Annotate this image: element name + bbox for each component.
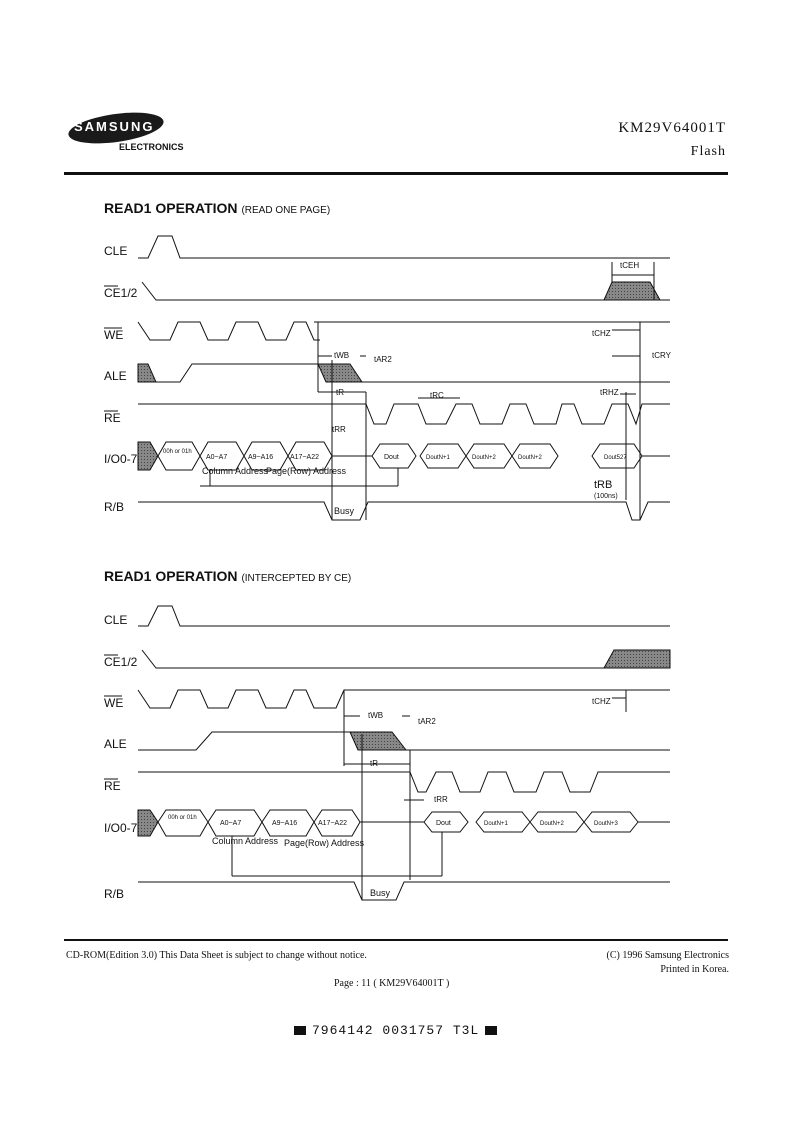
re2-wave: [138, 771, 670, 793]
twb2-label: tWB: [368, 711, 383, 720]
tar2-label: tAR2: [374, 355, 392, 364]
sig1-ce: CE1/2: [104, 286, 138, 300]
io2-cmd: [157, 809, 209, 837]
samsung-logo-oval: [68, 112, 164, 144]
io1-dout3-label: DoutN+2: [518, 455, 543, 461]
re1-wave: [138, 403, 670, 426]
ce2-hatch: [603, 649, 671, 669]
tcry-label: tCRY: [652, 351, 672, 360]
tr2-label: tR: [370, 759, 378, 768]
ale2-wave: [138, 731, 350, 751]
we2-wave: [137, 689, 670, 709]
barcode: 7964142 0031757 T3L: [288, 1023, 503, 1038]
logo-text: SAMSUNG: [74, 119, 155, 134]
footer-page: Page : 11 ( KM29V64001T ): [334, 978, 450, 989]
header-rule: [64, 172, 728, 175]
io1-cmd-label: 00h or 01h: [163, 449, 192, 455]
sig1-re: RE: [104, 411, 121, 425]
io2-page-label: Page(Row) Address: [284, 838, 365, 848]
sig2-ce: CE1/2: [104, 655, 138, 669]
ce2-wave: [141, 649, 670, 669]
sig2-we: WE: [104, 696, 123, 710]
rb1-wave: [138, 501, 670, 521]
busy1-label: Busy: [334, 506, 355, 516]
section1-title: READ1 OPERATION (READ ONE PAGE): [104, 200, 331, 216]
tar22-label: tAR2: [418, 717, 436, 726]
trr-label: tRR: [332, 425, 346, 434]
tr-label: tR: [336, 388, 344, 397]
io1-dout1-label: DoutN+1: [426, 455, 451, 461]
sig1-rb: R/B: [104, 500, 124, 514]
io1-col-label: Column Address: [202, 466, 269, 476]
io2-a17-label: A17~A22: [318, 820, 347, 827]
sig1-io: I/O0-7: [104, 452, 138, 466]
footer-copyright: (C) 1996 Samsung Electronics: [606, 950, 729, 961]
tchz-label: tCHZ: [592, 329, 611, 338]
footer-printed: Printed in Korea.: [660, 964, 729, 975]
trb-note: (100ns): [594, 493, 618, 500]
trb-label: tRB: [594, 479, 612, 491]
io1-page-label: Page(Row) Address: [266, 466, 347, 476]
product-type: Flash: [690, 144, 726, 159]
io2-dout3-label: DoutN+3: [594, 821, 619, 827]
section2-title: READ1 OPERATION (INTERCEPTED BY CE): [104, 568, 352, 584]
trr2-label: tRR: [434, 795, 448, 804]
rb2-wave: [138, 881, 670, 901]
sig2-rb: R/B: [104, 887, 124, 901]
sig1-ale: ALE: [104, 369, 127, 383]
io1-dout3: [511, 443, 559, 469]
sig2-ale: ALE: [104, 737, 127, 751]
barcode-block-left: [294, 1026, 306, 1036]
io1-dout2-label: DoutN+2: [472, 455, 497, 461]
io1-dout527-label: Dout527: [604, 455, 627, 461]
io2-a0-label: A0~A7: [220, 820, 241, 827]
ale1-wave: [156, 363, 318, 383]
sig1-cle: CLE: [104, 244, 127, 258]
footer-edition: CD-ROM(Edition 3.0) This Data Sheet is s…: [66, 950, 367, 961]
io1-a0-label: A0~A7: [206, 454, 227, 461]
part-number: KM29V64001T: [618, 120, 726, 136]
footer-rule: [64, 939, 728, 941]
trhz-label: tRHZ: [600, 388, 619, 397]
sig2-re: RE: [104, 779, 121, 793]
barcode-block-right: [485, 1026, 498, 1036]
io2-dout2-label: DoutN+2: [540, 821, 565, 827]
logo-subtitle: ELECTRONICS: [119, 142, 184, 152]
busy2-label: Busy: [370, 888, 391, 898]
io2-dout0: [423, 811, 469, 833]
io1-a9-label: A9~A16: [248, 454, 273, 461]
io1-dout0: [371, 443, 417, 469]
sig2-io: I/O0-7: [104, 821, 138, 835]
we1-wave: [137, 321, 320, 341]
tchz2-label: tCHZ: [592, 697, 611, 706]
io2-dout0-label: Dout: [436, 820, 451, 827]
io1-dout0-label: Dout: [384, 454, 399, 461]
io2-a9-label: A9~A16: [272, 820, 297, 827]
sig1-we: WE: [104, 328, 123, 342]
cle2-wave: [138, 605, 670, 627]
io2-dout1-label: DoutN+1: [484, 821, 509, 827]
ale2-hatch: [349, 731, 408, 751]
tceh-label: tCEH: [620, 261, 639, 270]
trc-label: tRC: [430, 391, 444, 400]
io1-a17-label: A17~A22: [290, 454, 319, 461]
cle1-wave: [138, 235, 670, 259]
io2-col-label: Column Address: [212, 836, 279, 846]
io2-cmd-label: 00h or 01h: [168, 815, 197, 821]
twb-label: tWB: [334, 351, 349, 360]
sig2-cle: CLE: [104, 613, 127, 627]
